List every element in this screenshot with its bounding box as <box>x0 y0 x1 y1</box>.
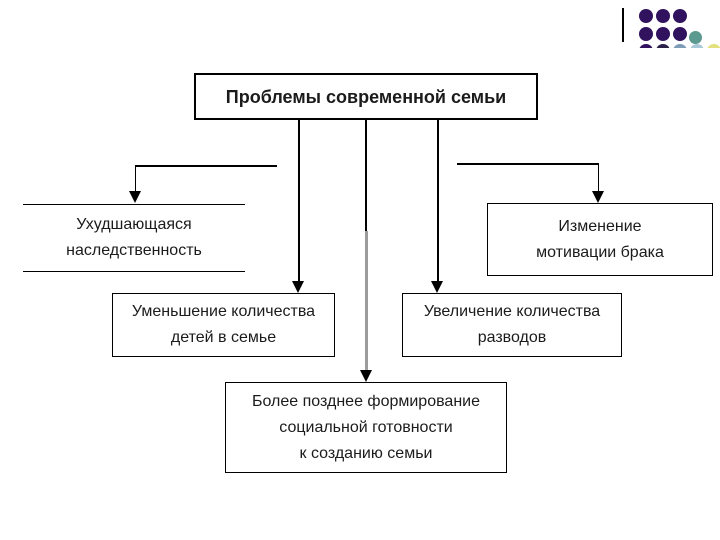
arrowhead-fewer-children <box>292 281 304 293</box>
arrowhead-more-divorces <box>431 281 443 293</box>
vertical-bar-decoration <box>622 8 624 42</box>
node-heredity-label: Ухудшающаяся наследственность <box>66 216 202 259</box>
connector-marriage-motivation-vertical <box>597 163 600 191</box>
node-marriage-motivation: Изменение мотивации брака <box>487 203 713 276</box>
arrowhead-heredity <box>129 191 141 203</box>
decoration-dot <box>639 44 653 48</box>
arrowhead-marriage-motivation <box>592 191 604 203</box>
connector-title-to-later-formation-lower <box>364 231 368 371</box>
node-fewer-children: Уменьшение количества детей в семье <box>112 293 335 357</box>
decoration-dot <box>656 9 670 23</box>
decoration-dot <box>673 44 687 48</box>
node-heredity: Ухудшающаяся наследственность <box>23 204 245 272</box>
node-more-divorces: Увеличение количества разводов <box>402 293 622 357</box>
connector-title-to-more-divorces <box>437 120 439 281</box>
node-later-family-formation-label: Более позднее формирование социальной го… <box>252 392 480 462</box>
decoration-dot <box>639 9 653 23</box>
decoration-dot <box>673 9 687 23</box>
dot-grid-decoration <box>620 5 720 48</box>
connector-heredity-horizontal <box>135 165 277 167</box>
node-title-label: Проблемы современной семьи <box>225 86 507 107</box>
node-title: Проблемы современной семьи <box>194 73 538 120</box>
decoration-dot <box>707 44 720 48</box>
node-fewer-children-label: Уменьшение количества детей в семье <box>131 303 316 346</box>
arrowhead-later-formation <box>359 370 372 382</box>
decoration-dot <box>656 27 670 41</box>
node-marriage-motivation-label: Изменение мотивации брака <box>536 217 664 261</box>
connector-title-to-later-formation-upper <box>365 120 367 231</box>
decoration-dot <box>656 44 670 48</box>
connector-marriage-motivation-horizontal <box>457 163 599 165</box>
node-later-family-formation: Более позднее формирование социальной го… <box>225 382 507 473</box>
decoration-dot <box>690 44 704 48</box>
decoration-dot <box>639 27 653 41</box>
decoration-dot <box>673 27 687 41</box>
node-more-divorces-label: Увеличение количества разводов <box>423 303 601 346</box>
decoration-dot <box>689 31 702 44</box>
connector-heredity-vertical <box>134 165 137 191</box>
connector-title-to-fewer-children <box>298 120 300 281</box>
